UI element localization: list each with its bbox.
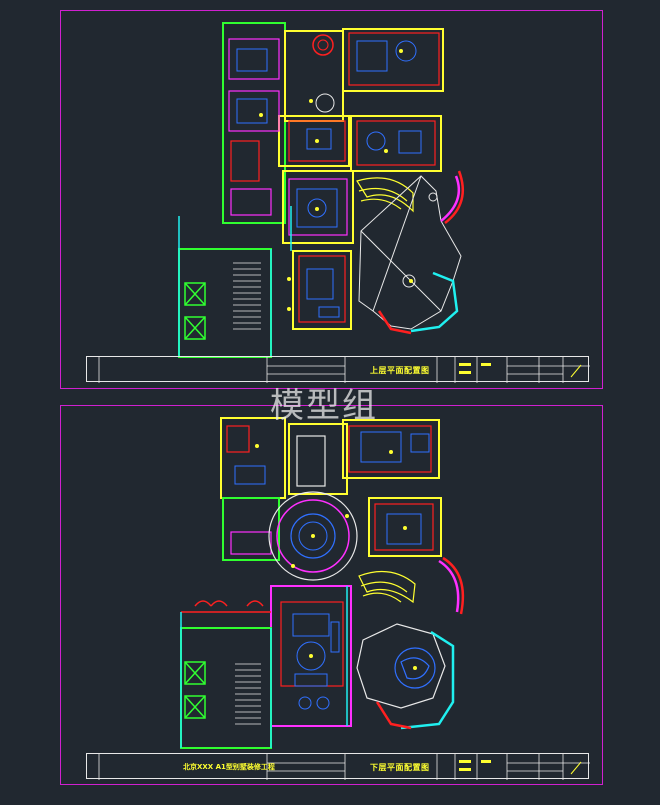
wall-right-room (350, 115, 442, 172)
wall-middle-room (278, 115, 350, 167)
lower-floor-sheet: 北京XXX A1型别墅装修工程 下层平面配置图 (60, 405, 603, 785)
project-name: 北京XXX A1型别墅装修工程 (183, 763, 275, 771)
wall-living (282, 170, 354, 244)
wall-left-block (222, 22, 286, 224)
wall-right-room-mid (368, 497, 442, 557)
title-block: 北京XXX A1型别墅装修工程 下层平面配置图 (86, 753, 590, 780)
wall-center-top (284, 30, 344, 122)
title-block: 上层平面配置图 (86, 356, 590, 383)
wall-lower-room (292, 250, 352, 330)
wall-stair-block (178, 248, 272, 358)
lower-floor-plan (180, 417, 465, 749)
sheet-title: 下层平面配置图 (370, 763, 430, 772)
wall-left-service (222, 497, 280, 561)
wall-entry (220, 417, 286, 499)
sheet-title: 上层平面配置图 (370, 366, 430, 375)
upper-floor-plan (178, 22, 464, 358)
wall-right-room-top (342, 419, 440, 479)
watermark: 模型组 (270, 386, 378, 426)
wall-master-bedroom (342, 28, 444, 92)
wall-kitchen (288, 423, 348, 495)
upper-floor-sheet: 上层平面配置图 (60, 10, 603, 389)
